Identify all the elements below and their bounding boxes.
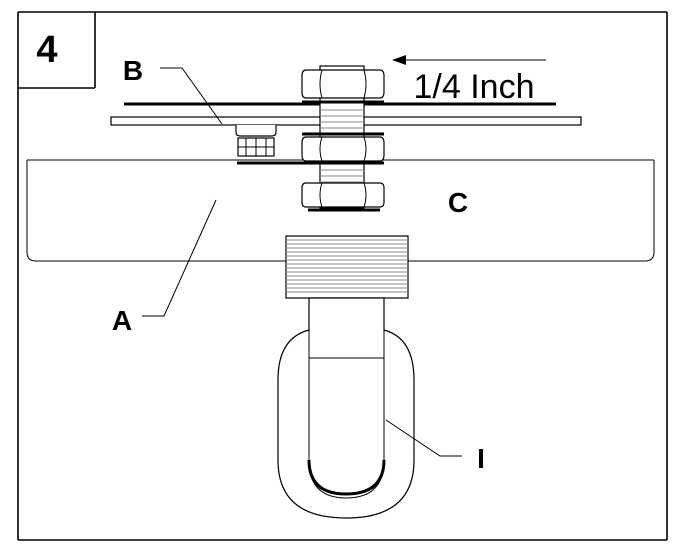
hook-collar bbox=[285, 235, 409, 299]
label-measure: 1/4 Inch bbox=[414, 68, 535, 106]
lower-nut bbox=[237, 161, 385, 212]
swivel-eye bbox=[277, 297, 415, 519]
step-number: 4 bbox=[36, 29, 57, 71]
outer-frame bbox=[17, 11, 668, 541]
label-a: A bbox=[112, 305, 132, 336]
plate-bolt bbox=[235, 125, 277, 157]
measurement-arrow bbox=[392, 55, 546, 65]
leader-b bbox=[160, 67, 223, 125]
leader-lines bbox=[142, 67, 462, 457]
middle-nut bbox=[301, 132, 385, 162]
label-i: I bbox=[477, 443, 485, 474]
leader-a bbox=[142, 199, 217, 317]
leader-i bbox=[385, 419, 462, 457]
label-b: B bbox=[123, 55, 143, 86]
top-nut bbox=[301, 69, 385, 104]
label-c: C bbox=[448, 187, 468, 218]
step-number-box: 4 bbox=[18, 12, 96, 89]
